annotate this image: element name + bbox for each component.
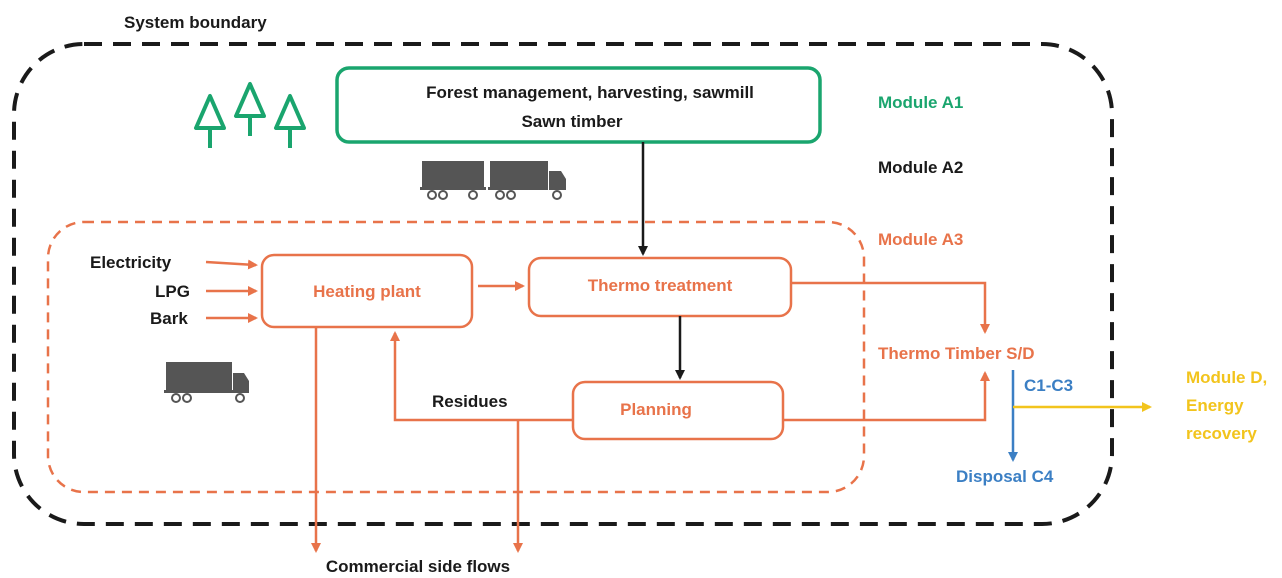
arrow-residues-to-heating (390, 331, 573, 422)
c1-c3-label: C1-C3 (1024, 376, 1073, 395)
arrow-electricity (205, 259, 258, 270)
module-a3-label: Module A3 (878, 230, 963, 249)
residues-label: Residues (432, 392, 508, 411)
module-d-recovery-label: recovery (1186, 424, 1257, 443)
disposal-c4-label: Disposal C4 (956, 467, 1054, 486)
bark-label: Bark (150, 309, 188, 328)
sawn-timber-label: Sawn timber (521, 112, 622, 131)
tree-icon (194, 94, 226, 148)
module-a2-label: Module A2 (878, 158, 963, 177)
heating-plant-label: Heating plant (313, 282, 421, 301)
truck-icon (420, 161, 486, 200)
module-a1-label: Module A1 (878, 93, 963, 112)
thermo-treatment-label: Thermo treatment (588, 276, 733, 295)
truck-icon (488, 161, 566, 200)
tree-icon (234, 82, 266, 136)
commercial-side-flows-label: Commercial side flows (326, 557, 510, 576)
heating-plant-box (260, 253, 474, 329)
system-boundary-label: System boundary (124, 13, 267, 32)
tree-icon (274, 94, 306, 148)
planning-box (571, 380, 785, 441)
arrow-planning-to-product (783, 371, 990, 422)
planning-label: Planning (620, 400, 692, 419)
module-d-label: Module D, (1186, 368, 1267, 387)
electricity-label: Electricity (90, 253, 172, 272)
truck-icon (164, 362, 249, 403)
thermo-timber-label: Thermo Timber S/D (878, 344, 1035, 363)
module-d-energy-label: Energy (1186, 396, 1244, 415)
lpg-label: LPG (155, 282, 190, 301)
forest-management-label: Forest management, harvesting, sawmill (426, 83, 754, 102)
arrow-thermo-to-product (791, 281, 990, 334)
forest-management-box (335, 66, 822, 144)
thermo-treatment-box (527, 256, 793, 318)
system-boundary-frame (12, 42, 1114, 526)
